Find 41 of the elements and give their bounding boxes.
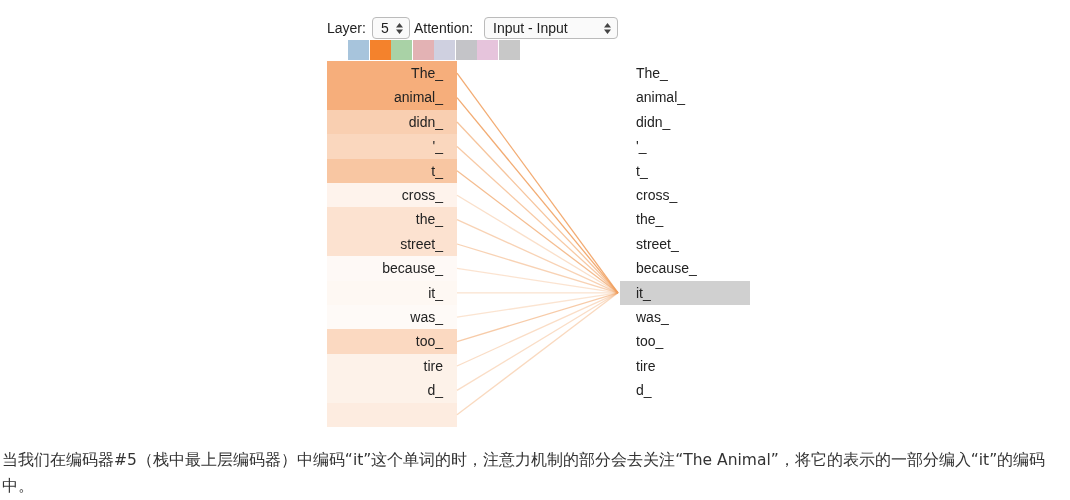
token-label: '_ (620, 134, 750, 159)
attention-token-cell: The_ (327, 61, 457, 86)
attention-line (456, 243, 619, 294)
token-label: animal_ (620, 85, 750, 110)
caption: 当我们在编码器#5（栈中最上层编码器）中编码“it”这个单词的时，注意力机制的部分会去关注“The Animal”，将它的表示的一部分编入“it”的编码中。 (2, 450, 1047, 497)
attention-line (456, 218, 619, 294)
attention-line (456, 292, 619, 294)
selected-token: it_ (620, 280, 750, 305)
attention-token-cell: tire (327, 353, 457, 379)
attention-token-cell: was_ (327, 305, 457, 330)
attention-line (456, 292, 619, 416)
control-label: Attention: (414, 19, 474, 38)
token-label: too_ (620, 329, 750, 354)
attention-token-cell: didn_ (327, 109, 457, 135)
attention-token-cell: street_ (327, 231, 457, 257)
token-label: didn_ (620, 109, 750, 135)
attention-token-cell: t_ (327, 158, 457, 183)
token-label: street_ (620, 231, 750, 257)
token-label: The_ (620, 61, 750, 86)
empty-token-cell (327, 402, 457, 427)
attention-line (456, 292, 619, 318)
token-label: because_ (620, 256, 750, 281)
token-label: tire (620, 353, 750, 379)
layer-select: 5 (372, 17, 410, 39)
attention-line (456, 292, 619, 367)
token-label: t_ (620, 158, 750, 183)
attention-token-cell: '_ (327, 134, 457, 159)
attention-token-cell: too_ (327, 329, 457, 354)
token-label: d_ (620, 378, 750, 403)
attention-select: Input - Input (484, 17, 618, 39)
attention-token-cell: animal_ (327, 85, 457, 110)
attention-token-cell: it_ (327, 280, 457, 305)
attention-token-cell: because_ (327, 256, 457, 281)
control-label: Layer: (327, 19, 366, 38)
token-label: the_ (620, 207, 750, 232)
attention-line (456, 170, 619, 294)
attention-token-cell: d_ (327, 378, 457, 403)
token-label: was_ (620, 305, 750, 330)
attention-token-cell: cross_ (327, 183, 457, 208)
attention-token-cell: the_ (327, 207, 457, 232)
token-label: cross_ (620, 183, 750, 208)
